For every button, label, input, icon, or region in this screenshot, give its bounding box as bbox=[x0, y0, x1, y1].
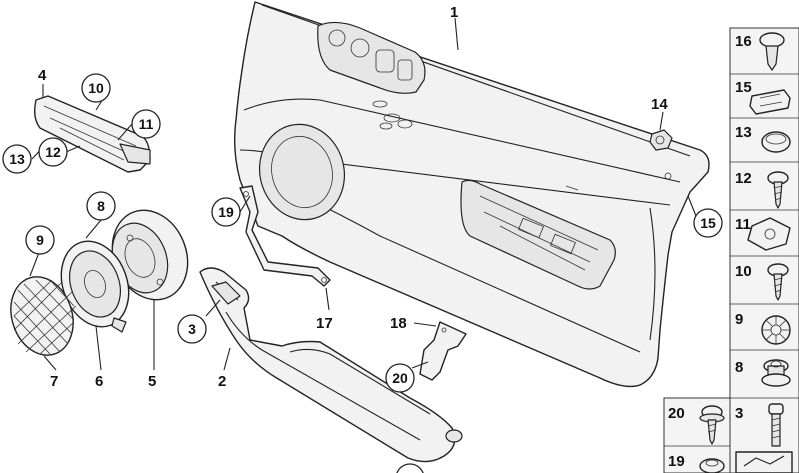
speaker-grille-part bbox=[10, 276, 77, 356]
svg-text:11: 11 bbox=[735, 216, 751, 233]
svg-text:16: 16 bbox=[735, 33, 752, 50]
bolt-with-washer-icon bbox=[761, 359, 791, 387]
sidebar-item-13: 13 bbox=[735, 124, 791, 153]
sidebar-item-19: 19 bbox=[668, 453, 725, 473]
bracket-17-part bbox=[239, 185, 331, 287]
svg-text:13: 13 bbox=[735, 124, 752, 141]
callout-circle-12: 12 bbox=[38, 137, 68, 167]
callout-circle-10: 10 bbox=[81, 73, 111, 103]
plug-icon bbox=[761, 131, 791, 153]
self-tapping-screw-icon bbox=[767, 263, 789, 301]
svg-text:12: 12 bbox=[735, 170, 752, 187]
clip-icon bbox=[749, 89, 791, 115]
svg-text:8: 8 bbox=[735, 359, 743, 376]
svg-text:20: 20 bbox=[392, 370, 408, 386]
sidebar-item-15: 15 bbox=[735, 79, 791, 115]
callout-5: 5 bbox=[148, 373, 156, 390]
fastener-sidebar: 16 15 13 12 bbox=[729, 27, 799, 473]
svg-text:10: 10 bbox=[735, 263, 752, 280]
label-box bbox=[735, 451, 793, 473]
sidebar-item-8: 8 bbox=[735, 359, 791, 387]
svg-text:3: 3 bbox=[188, 321, 196, 337]
callout-2: 2 bbox=[218, 373, 226, 390]
callout-18: 18 bbox=[390, 315, 407, 332]
svg-text:19: 19 bbox=[668, 453, 685, 470]
callout-circle-8: 8 bbox=[86, 191, 116, 221]
svg-text:13: 13 bbox=[9, 151, 25, 167]
dome-bolt-icon bbox=[699, 458, 725, 473]
callout-circle-19: 19 bbox=[211, 197, 241, 227]
callout-circle-3: 3 bbox=[177, 314, 207, 344]
callout-circle-11: 11 bbox=[131, 109, 161, 139]
machine-screw-icon bbox=[768, 403, 784, 447]
svg-text:9: 9 bbox=[735, 311, 743, 328]
svg-text:20: 20 bbox=[668, 405, 685, 422]
svg-text:9: 9 bbox=[36, 232, 44, 248]
callout-circle-partial bbox=[396, 463, 424, 473]
callout-17: 17 bbox=[316, 315, 333, 332]
door-trim-panel bbox=[233, 1, 710, 388]
sidebar-item-20: 20 bbox=[668, 405, 725, 445]
callout-7: 7 bbox=[50, 373, 58, 390]
callout-circle-15: 15 bbox=[693, 208, 723, 238]
svg-text:10: 10 bbox=[88, 80, 104, 96]
self-tapping-screw-icon bbox=[767, 171, 789, 209]
callout-4: 4 bbox=[38, 67, 47, 84]
svg-text:15: 15 bbox=[735, 79, 752, 96]
cover-left-part bbox=[33, 95, 151, 173]
armrest-part bbox=[199, 267, 463, 463]
sidebar-item-9: 9 bbox=[735, 311, 791, 345]
sidebar-item-10: 10 bbox=[735, 263, 789, 301]
spreader-clip-icon bbox=[761, 315, 791, 345]
sidebar-item-11: 11 bbox=[735, 216, 791, 251]
bracket-18-part bbox=[419, 321, 467, 381]
svg-text:12: 12 bbox=[45, 144, 61, 160]
sidebar-item-16: 16 bbox=[735, 32, 785, 71]
speaker-part bbox=[60, 240, 130, 333]
screw-with-washer-icon bbox=[699, 405, 725, 445]
sidebar-item-12: 12 bbox=[735, 170, 789, 209]
svg-text:3: 3 bbox=[735, 405, 743, 422]
callout-1: 1 bbox=[450, 4, 458, 21]
expanding-rivet-icon bbox=[759, 32, 785, 71]
clip-nut-icon bbox=[747, 217, 791, 251]
svg-text:15: 15 bbox=[700, 215, 716, 231]
sidebar-item-3: 3 bbox=[735, 403, 784, 447]
svg-text:11: 11 bbox=[139, 116, 154, 132]
svg-text:8: 8 bbox=[97, 198, 105, 214]
callout-circle-9: 9 bbox=[25, 225, 55, 255]
nut-14-part bbox=[649, 129, 673, 151]
callout-labels: 1 4 2 5 6 7 17 18 14 10 11 12 13 8 9 3 1… bbox=[2, 4, 723, 473]
svg-text:19: 19 bbox=[218, 204, 234, 220]
callout-14: 14 bbox=[651, 96, 668, 113]
callout-circle-20: 20 bbox=[385, 363, 415, 393]
fastener-sidebar-bottom: 20 19 bbox=[663, 397, 731, 473]
callout-circle-13: 13 bbox=[2, 144, 32, 174]
callout-6: 6 bbox=[95, 373, 103, 390]
